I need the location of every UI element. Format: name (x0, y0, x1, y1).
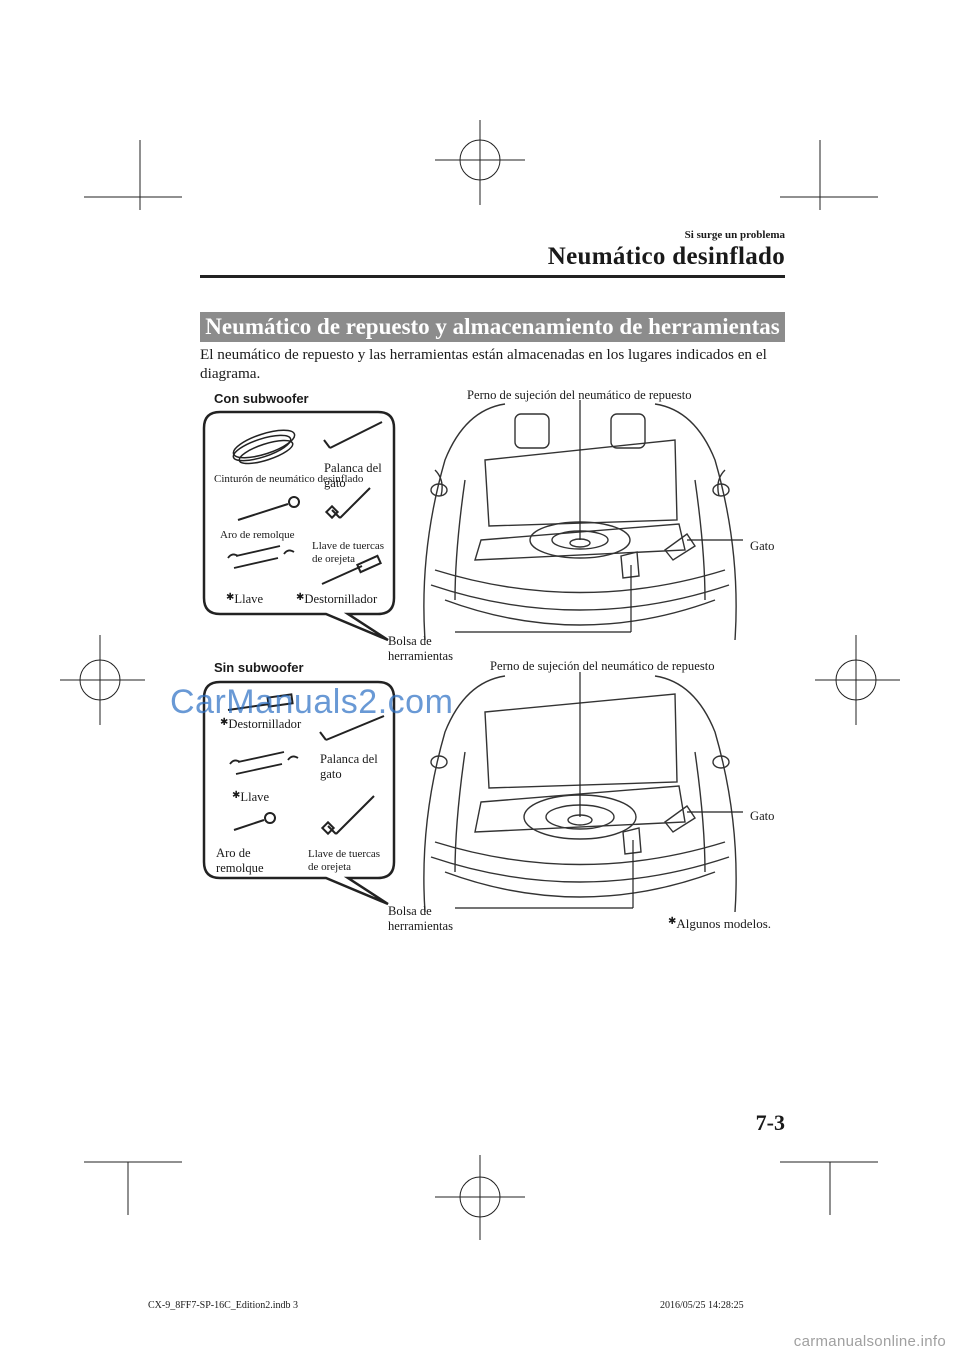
tool-label-jack-lever-2: Palanca del gato (320, 752, 378, 781)
tool-label-wrench: ✱Llave (226, 592, 264, 606)
tool-label-lug-wrench-2: Llave de tuercas de orejeta (308, 848, 381, 873)
belt-icon (232, 429, 296, 465)
tools-bubble-1 (202, 410, 396, 642)
callout-lines-1 (455, 400, 743, 633)
tool-label-belt: Cinturón de neumático desinflado (214, 473, 364, 485)
callout-tool-bag-2: Bolsa de herramientas (388, 904, 454, 933)
screwdriver-icon (321, 554, 382, 585)
footnote: ✱Algunos modelos. (668, 916, 772, 931)
footer-timestamp: 2016/05/25 14:28:25 (660, 1300, 744, 1311)
lug-wrench-icon (324, 487, 371, 520)
tool-label-tow-ring: Aro de remolque (220, 529, 295, 541)
wrench-icon (229, 751, 299, 775)
diagram2-heading: Sin subwoofer (214, 660, 304, 675)
tool-label-screwdriver-2: ✱Destornillador (220, 717, 302, 731)
star-icon: ✱ (220, 717, 229, 728)
cargo-illustration-2 (423, 672, 743, 913)
callout-jack-1: Gato (750, 539, 775, 553)
section-label: Si surge un problema (684, 229, 785, 241)
intro-paragraph: El neumático de repuesto y las herramien… (200, 346, 767, 382)
tow-ring-icon (237, 496, 300, 521)
callout-spare-bolt-2: Perno de sujeción del neumático de repue… (490, 659, 715, 673)
star-icon: ✱ (232, 790, 241, 801)
star-icon: ✱ (668, 916, 677, 927)
jack-lever-icon (323, 421, 383, 449)
footer-site: carmanualsonline.info (793, 1333, 946, 1350)
tool-label-wrench-2: ✱Llave (232, 790, 270, 804)
header-rule (200, 275, 785, 278)
star-icon: ✱ (296, 592, 305, 603)
page-number: 7-3 (755, 1110, 785, 1135)
cargo-illustration-1 (423, 400, 743, 641)
wrench-icon (227, 545, 295, 569)
callout-tool-bag-1: Bolsa de herramientas (388, 634, 454, 663)
callout-lines-2 (455, 672, 743, 909)
lug-wrench-icon (320, 795, 375, 836)
tool-label-tow-ring-2: Aro de remolque (216, 846, 264, 875)
jack-lever-icon (319, 715, 385, 741)
section-heading-bar: Neumático de repuesto y almacenamiento d… (200, 312, 785, 342)
callout-jack-2: Gato (750, 809, 775, 823)
page-title: Neumático desinflado (547, 243, 785, 270)
star-icon: ✱ (226, 592, 235, 603)
diagram1-heading: Con subwoofer (214, 391, 309, 406)
footer-file: CX-9_8FF7-SP-16C_Edition2.indb 3 (148, 1300, 299, 1311)
tow-ring-icon (233, 812, 276, 831)
callout-spare-bolt-1: Perno de sujeción del neumático de repue… (467, 388, 692, 402)
tool-label-lug-wrench: Llave de tuercas de orejeta (312, 540, 385, 565)
tool-label-jack-lever: Palanca del gato (324, 461, 382, 490)
watermark: CarManuals2.com (170, 683, 454, 721)
screwdriver-icon (227, 693, 294, 711)
tool-label-screwdriver: ✱Destornillador (296, 592, 378, 606)
tools-bubble-2 (202, 680, 396, 906)
